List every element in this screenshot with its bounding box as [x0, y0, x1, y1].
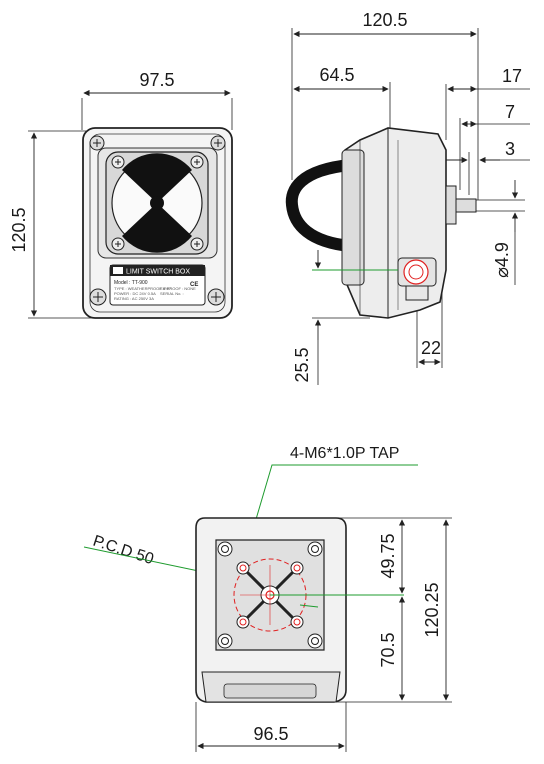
shaft-7-dimension: 7	[459, 102, 530, 190]
front-height-label: 120.5	[9, 207, 29, 252]
nameplate-spec-1: TYPE : WEATHERPROOF IP67	[114, 286, 172, 291]
nameplate-model: Model : TT-900	[114, 280, 148, 286]
shaft-diameter-dimension: ⌀4.9	[474, 180, 525, 285]
nameplate-spec-2: POWER : DC 24V 0.5A	[114, 291, 156, 296]
nameplate-title: LIMIT SWITCH BOX	[126, 269, 190, 276]
side-overall-dimension: 120.5	[291, 10, 479, 200]
dim-96-5: 96.5	[195, 702, 347, 752]
position-indicator-icon	[111, 153, 203, 253]
window-screws	[111, 155, 204, 251]
shaft-17-dimension: 17	[445, 66, 530, 140]
dim-49-75: 49.75	[336, 517, 452, 594]
shaft-3-label: 3	[505, 139, 515, 159]
dim-49-75-label: 49.75	[378, 533, 398, 578]
shaft-diameter-label: ⌀4.9	[492, 242, 512, 278]
dim-120-25: 120.25	[422, 519, 450, 701]
nameplate: LIMIT SWITCH BOX Model : TT-900 TYPE : W…	[109, 264, 206, 306]
side-body-label: 64.5	[319, 65, 354, 85]
front-width-label: 97.5	[139, 70, 174, 90]
shaft-17-label: 17	[502, 66, 522, 86]
side-body-dimension: 64.5	[293, 65, 391, 128]
front-cover-screws	[89, 135, 226, 306]
tap-label: 4-M6*1.0P TAP	[290, 445, 399, 462]
tap-holes	[236, 561, 304, 629]
bottom-view: 4-M6*1.0P TAP P.C.D 50	[83, 445, 452, 752]
nameplate-spec-4: EX-PROOF : NONE	[160, 286, 196, 291]
side-view: 120.5 64.5 17 7 3	[285, 10, 530, 385]
dim-96-5-label: 96.5	[253, 724, 288, 744]
carry-strap	[285, 159, 356, 252]
shaft-7-label: 7	[505, 102, 515, 122]
front-view: 97.5 120.5	[9, 70, 233, 319]
nameplate-spec-5: SERIAL No. :	[160, 291, 184, 296]
dim-70-5: 70.5	[334, 596, 452, 703]
shaft-3-dimension: 3	[444, 139, 530, 195]
port-22-label: 22	[421, 338, 441, 358]
front-width-dimension: 97.5	[81, 70, 233, 130]
ce-mark-icon: CE	[190, 282, 198, 288]
conduit-port-icon	[397, 257, 437, 301]
front-height-dimension: 120.5	[9, 130, 100, 319]
shaft-icon	[455, 198, 477, 213]
shaft-collar	[445, 185, 457, 225]
dim-70-5-label: 70.5	[378, 632, 398, 667]
dim-120-25-label: 120.25	[422, 582, 442, 637]
side-overall-label: 120.5	[362, 10, 407, 30]
plate-bolt-holes	[217, 541, 323, 649]
nameplate-spec-3: RATING : AC 250V 3A	[114, 296, 154, 301]
port-height-label: 25.5	[292, 347, 312, 382]
